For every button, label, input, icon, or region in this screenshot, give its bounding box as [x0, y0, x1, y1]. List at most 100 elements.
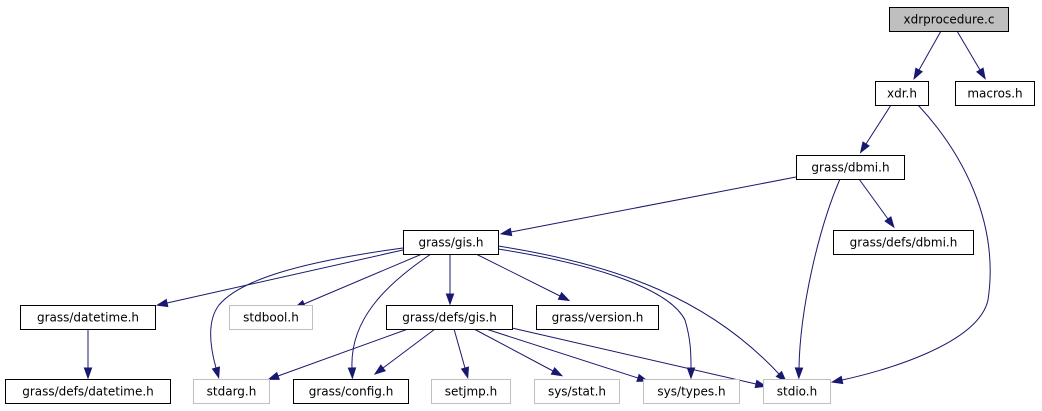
node-grass-version-h[interactable]: grass/version.h — [536, 305, 659, 330]
arrowhead-icon — [775, 370, 787, 383]
arrowhead-icon — [794, 367, 804, 380]
node-box — [955, 81, 1035, 106]
node-box — [293, 379, 409, 404]
edge-line — [485, 328, 639, 379]
edge-grass_dbmi_h-to-grass_defs_dbmi_h — [858, 178, 895, 229]
node-box — [536, 305, 659, 330]
arrowhead-icon — [884, 216, 895, 229]
node-box — [643, 379, 740, 404]
node-box — [20, 305, 156, 330]
node-label: grass/config.h — [309, 385, 394, 399]
node-grass-dbmi-h[interactable]: grass/dbmi.h — [796, 155, 905, 180]
node-label: grass/defs/dbmi.h — [850, 236, 958, 250]
node-stdarg-h[interactable]: stdarg.h — [193, 379, 270, 404]
edge-grass_gis_h-to-sys_types_h — [497, 248, 696, 380]
arrowhead-icon — [83, 367, 93, 380]
node-label: grass/dbmi.h — [811, 161, 889, 175]
node-box — [889, 7, 1009, 32]
node-label: xdrprocedure.c — [904, 13, 995, 27]
arrowhead-icon — [830, 375, 844, 385]
edge-line — [453, 328, 466, 369]
edge-grass_dbmi_h-to-stdio_h — [794, 178, 841, 380]
arrowhead-icon — [550, 366, 564, 377]
edge-grass_defs_gis_h-to-grass_config_h — [373, 328, 436, 375]
edge-line — [510, 176, 797, 233]
arrowhead-icon — [859, 141, 870, 154]
arrowhead-icon — [499, 227, 513, 237]
node-label: grass/gis.h — [418, 236, 483, 250]
edge-grass_gis_h-to-stdarg_h — [210, 247, 404, 380]
node-label: setjmp.h — [445, 385, 497, 399]
node-sys-types-h[interactable]: sys/types.h — [643, 379, 740, 404]
edge-line — [865, 104, 892, 145]
node-grass-defs-dbmi-h[interactable]: grass/defs/dbmi.h — [833, 230, 974, 255]
edge-line — [956, 30, 981, 71]
node-box — [193, 379, 270, 404]
node-box — [875, 81, 929, 106]
arrowhead-icon — [373, 364, 386, 375]
node-box — [5, 379, 171, 404]
arrowhead-icon — [557, 291, 571, 302]
node-stdbool-h[interactable]: stdbool.h — [229, 305, 313, 330]
edge-line — [841, 104, 991, 381]
edge-grass_defs_gis_h-to-sys_stat_h — [473, 328, 564, 377]
edge-line — [277, 328, 409, 377]
node-label: stdbool.h — [243, 311, 299, 325]
node-sys-stat-h[interactable]: sys/stat.h — [534, 379, 620, 404]
node-label: grass/datetime.h — [37, 311, 139, 325]
nodes-layer: xdrprocedure.c xdr.h macros.h grass/dbmi.h g… — [5, 7, 1035, 404]
edge-line — [166, 249, 404, 304]
arrowhead-icon — [686, 367, 696, 380]
edge-line — [497, 248, 692, 369]
edge-xdrprocedure_c-to-xdr_h — [913, 30, 942, 80]
node-box — [763, 379, 831, 404]
arrowhead-icon — [976, 67, 986, 80]
node-box — [403, 230, 499, 255]
node-label: sys/types.h — [657, 385, 725, 399]
edge-line — [473, 328, 554, 372]
node-grass-datetime-h[interactable]: grass/datetime.h — [20, 305, 156, 330]
edge-line — [475, 253, 561, 297]
node-macros-h[interactable]: macros.h — [955, 81, 1035, 106]
edge-line — [858, 178, 889, 220]
edge-grass_datetime_h-to-grass_defs_datetime_h — [83, 329, 93, 380]
edge-line — [798, 178, 841, 369]
arrowhead-icon — [347, 367, 357, 380]
edge-line — [918, 30, 942, 71]
node-grass-defs-datetime-h[interactable]: grass/defs/datetime.h — [5, 379, 171, 404]
node-grass-defs-gis-h[interactable]: grass/defs/gis.h — [386, 305, 513, 330]
edge-grass_defs_gis_h-to-sys_types_h — [485, 328, 649, 382]
edge-line — [351, 253, 432, 369]
arrowhead-icon — [460, 366, 470, 380]
arrowhead-icon — [267, 371, 280, 380]
node-xdr-h[interactable]: xdr.h — [875, 81, 929, 106]
edge-grass_gis_h-to-stdio_h — [497, 245, 787, 383]
edge-grass_defs_gis_h-to-setjmp_h — [453, 328, 470, 380]
arrowhead-icon — [913, 67, 924, 80]
node-setjmp-h[interactable]: setjmp.h — [431, 379, 511, 404]
node-label: grass/defs/datetime.h — [22, 385, 154, 399]
node-label: xdr.h — [887, 87, 917, 101]
edge-line — [382, 328, 436, 369]
edge-line — [210, 247, 404, 369]
node-stdio-h[interactable]: stdio.h — [763, 379, 831, 404]
edge-xdrprocedure_c-to-macros_h — [956, 30, 986, 80]
node-box — [431, 379, 511, 404]
node-label: sys/stat.h — [548, 385, 606, 399]
edge-xdr_h-to-stdio_h — [830, 104, 991, 385]
edge-grass_defs_gis_h-to-stdarg_h — [267, 328, 409, 380]
edge-grass_gis_h-to-grass_datetime_h — [155, 249, 404, 308]
node-grass-config-h[interactable]: grass/config.h — [293, 379, 409, 404]
edges-layer — [83, 30, 991, 389]
arrowhead-icon — [155, 298, 169, 308]
node-label: stdarg.h — [207, 385, 257, 399]
node-label: macros.h — [967, 87, 1022, 101]
edge-line — [303, 253, 423, 305]
node-box — [796, 155, 905, 180]
edge-grass_dbmi_h-to-grass_gis_h — [499, 176, 797, 237]
node-box — [229, 305, 313, 330]
edge-grass_gis_h-to-grass_defs_gis_h — [445, 254, 455, 306]
node-xdrprocedure-c: xdrprocedure.c — [889, 7, 1009, 32]
node-grass-gis-h[interactable]: grass/gis.h — [403, 230, 499, 255]
